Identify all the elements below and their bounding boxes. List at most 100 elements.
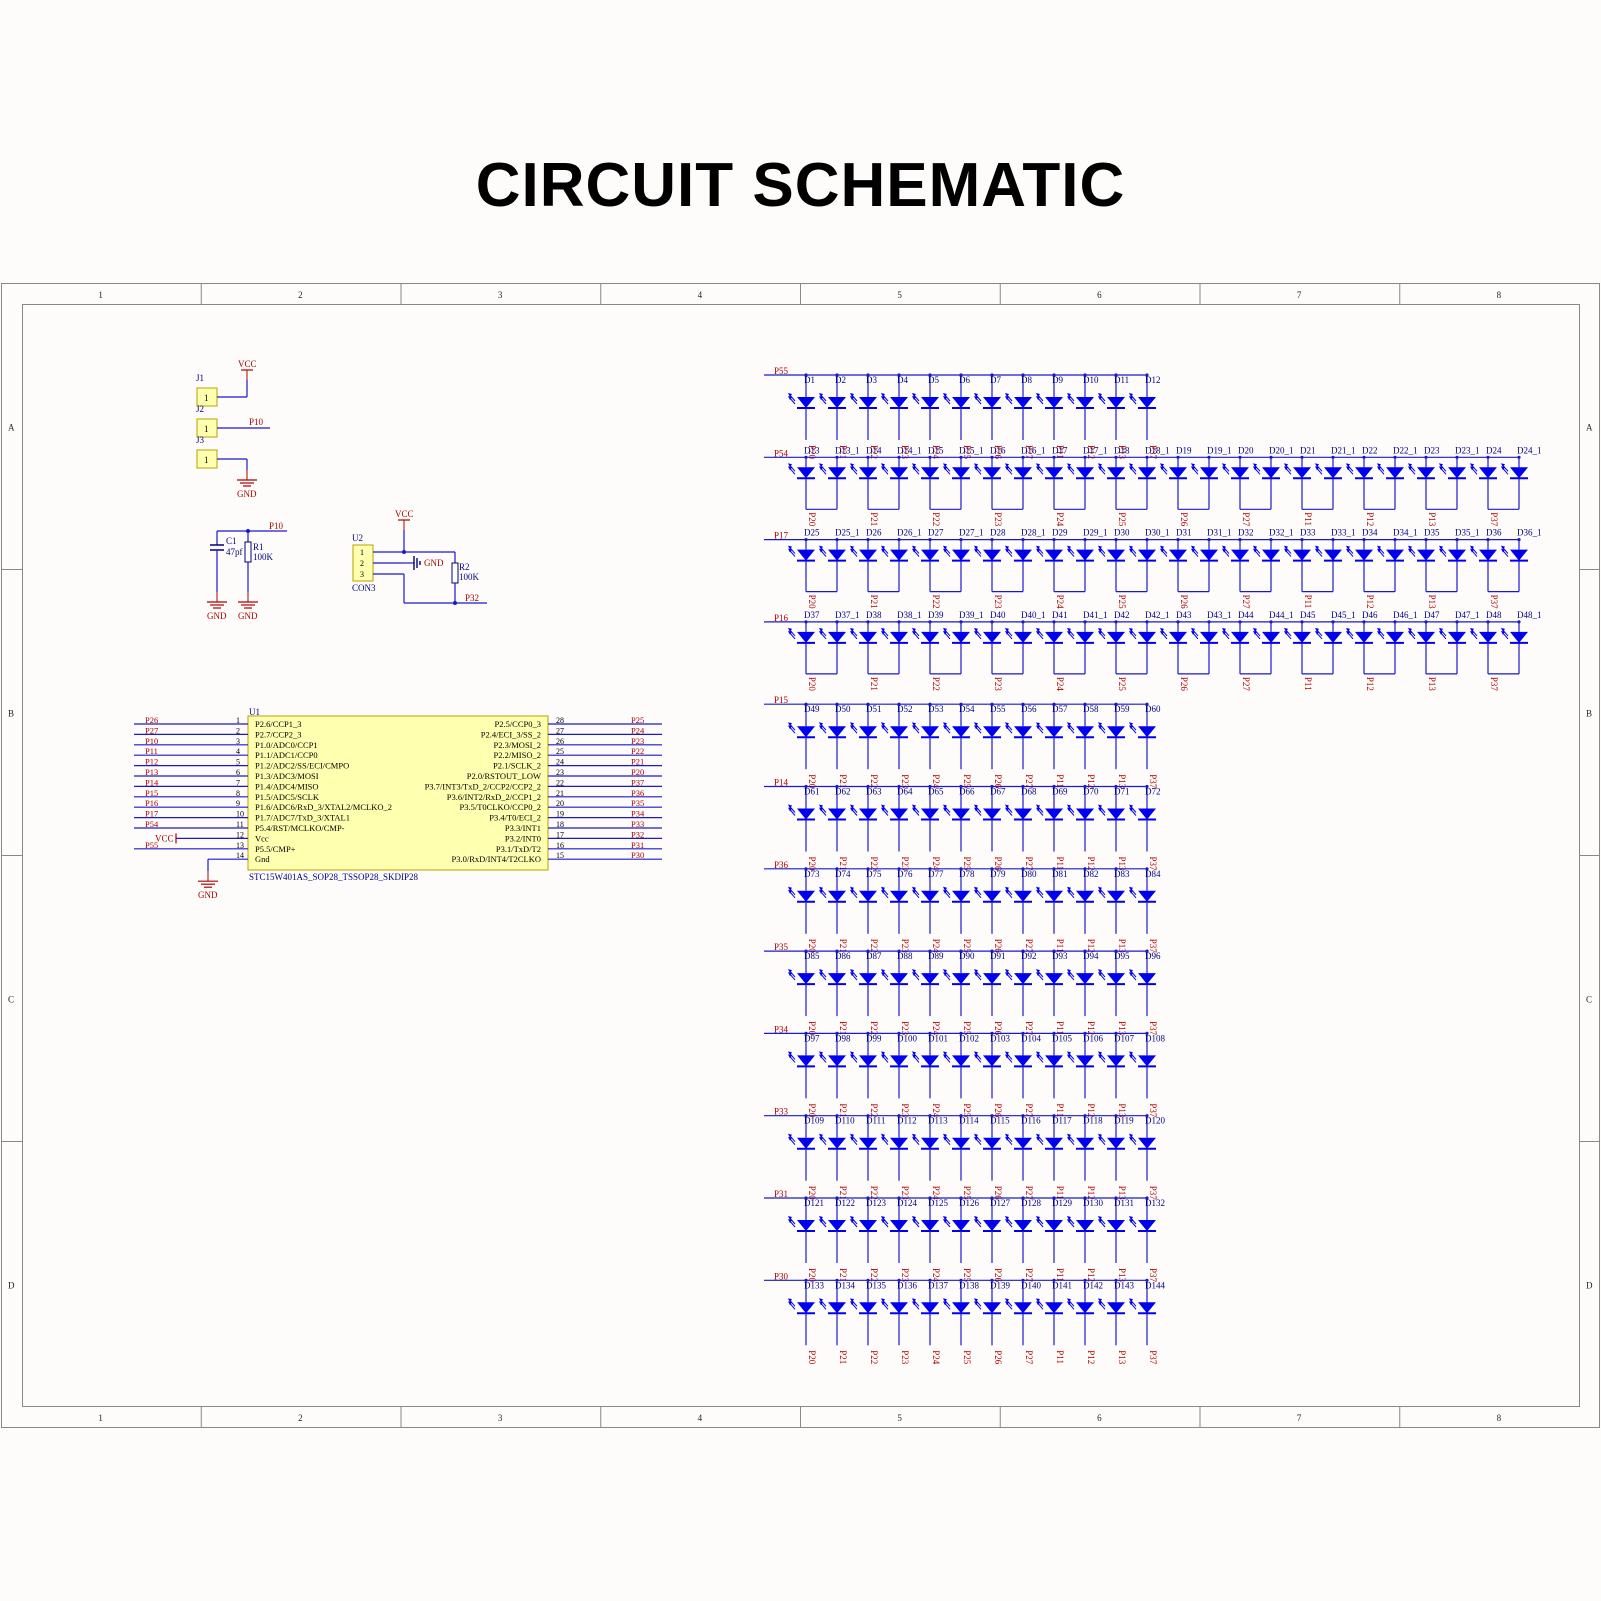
led-diode: D28_1 xyxy=(1005,528,1046,562)
led-arrowhead xyxy=(912,393,916,397)
led-label: D65 xyxy=(928,787,944,797)
pin-number: 25 xyxy=(556,747,564,756)
pin-number: 14 xyxy=(236,851,244,860)
pin-number: 27 xyxy=(556,726,564,735)
junction xyxy=(990,867,994,871)
led-diode: D36_1 xyxy=(1501,528,1542,562)
led-diode: D14 xyxy=(850,445,882,480)
led-arrowhead xyxy=(912,630,916,635)
zone-row-label: D xyxy=(8,1281,15,1291)
led-label: D51 xyxy=(866,704,882,714)
net-label: P32 xyxy=(631,829,644,839)
led-arrowhead xyxy=(819,627,823,632)
col-net-label: P26 xyxy=(993,1268,1003,1283)
led-arrowhead xyxy=(881,886,885,891)
led-arrowhead xyxy=(881,545,885,550)
led-diode: D17 xyxy=(1036,445,1068,480)
col-net-label: P26 xyxy=(1179,512,1189,527)
led-arrowhead xyxy=(1439,630,1443,635)
led-arrowhead xyxy=(912,972,916,977)
led-label: D43_1 xyxy=(1207,610,1232,620)
led-arrowhead xyxy=(788,889,792,894)
col-net-label: P13 xyxy=(1117,1021,1127,1036)
col-net-label: P37 xyxy=(1148,1350,1158,1365)
led-arrowhead xyxy=(1160,545,1164,550)
led-triangle xyxy=(1014,467,1032,479)
led-arrowhead xyxy=(1129,722,1133,727)
led-arrowhead xyxy=(912,396,916,400)
led-label: D11 xyxy=(1114,375,1129,385)
led-triangle xyxy=(1138,1220,1156,1231)
led-label: D128 xyxy=(1021,1198,1041,1208)
led-diode: D76 xyxy=(881,869,913,903)
led-diode: D37_1 xyxy=(819,610,860,644)
row-net-label: P54 xyxy=(774,448,789,458)
led-triangle xyxy=(1014,549,1032,561)
led-arrowhead xyxy=(1253,466,1257,471)
led-arrowhead xyxy=(1098,1136,1102,1141)
led-arrowhead xyxy=(974,886,978,891)
pin-name: P3.3/INT1 xyxy=(505,823,541,833)
col-net-label: P20 xyxy=(807,512,817,527)
led-triangle xyxy=(1231,549,1249,561)
col-net-label: P25 xyxy=(962,774,972,789)
junction xyxy=(1331,620,1335,624)
led-arrowhead xyxy=(850,807,854,812)
net-label: P21 xyxy=(631,757,644,767)
junction xyxy=(1393,538,1397,542)
led-arrowhead xyxy=(974,627,978,632)
led-diode: D51 xyxy=(850,704,882,739)
junction xyxy=(1052,1196,1056,1200)
led-diode: D42_1 xyxy=(1129,610,1170,644)
led-triangle xyxy=(1293,549,1311,561)
jumper-pin: 1 xyxy=(204,455,209,465)
led-arrowhead xyxy=(819,1298,823,1303)
col-net-label: P24 xyxy=(1055,595,1065,610)
net-label: P22 xyxy=(631,746,644,756)
led-label: D66 xyxy=(959,787,975,797)
led-arrowhead xyxy=(1005,396,1009,400)
zone-col-label: 8 xyxy=(1497,290,1502,300)
led-diode: D58 xyxy=(1067,704,1099,739)
jumper-ref: J2 xyxy=(196,404,204,414)
junction xyxy=(1114,867,1118,871)
led-arrowhead xyxy=(1222,548,1226,553)
led-arrowhead xyxy=(881,463,885,468)
col-net-label: P23 xyxy=(900,939,910,954)
led-triangle xyxy=(1107,631,1125,643)
junction xyxy=(1176,538,1180,542)
net-label: P30 xyxy=(631,850,644,860)
junction xyxy=(928,1278,932,1282)
led-label: D46 xyxy=(1362,610,1378,620)
led-triangle xyxy=(983,631,1001,643)
led-triangle xyxy=(921,973,939,985)
led-label: D113 xyxy=(928,1116,948,1126)
pin-name: Gnd xyxy=(255,854,270,864)
led-diode: D3 xyxy=(850,375,877,409)
led-triangle xyxy=(1045,973,1063,985)
led-arrowhead xyxy=(1036,804,1040,809)
led-arrowhead xyxy=(943,804,947,809)
led-label: D48 xyxy=(1486,610,1502,620)
col-net-label: P12 xyxy=(1086,1186,1096,1200)
pin-name: P3.5/T0CLKO/CCP0_2 xyxy=(460,802,541,812)
col-net-label: P25 xyxy=(962,1021,972,1036)
led-arrowhead xyxy=(1129,630,1133,635)
led-arrowhead xyxy=(943,969,947,974)
led-arrowhead xyxy=(912,1301,916,1306)
led-triangle xyxy=(921,1055,939,1067)
led-arrowhead xyxy=(1253,463,1257,468)
col-net-label: P25 xyxy=(1117,512,1127,527)
led-arrowhead xyxy=(788,807,792,812)
led-arrowhead xyxy=(1098,1051,1102,1056)
col-net-label: P27 xyxy=(1024,1021,1034,1036)
led-label: D68 xyxy=(1021,787,1037,797)
col-net-label: P11 xyxy=(1055,1103,1065,1117)
led-arrowhead xyxy=(1036,1133,1040,1138)
led-triangle xyxy=(828,973,846,985)
net-label: P32 xyxy=(465,593,479,603)
led-label: D37 xyxy=(804,610,820,620)
led-arrowhead xyxy=(1253,548,1257,553)
